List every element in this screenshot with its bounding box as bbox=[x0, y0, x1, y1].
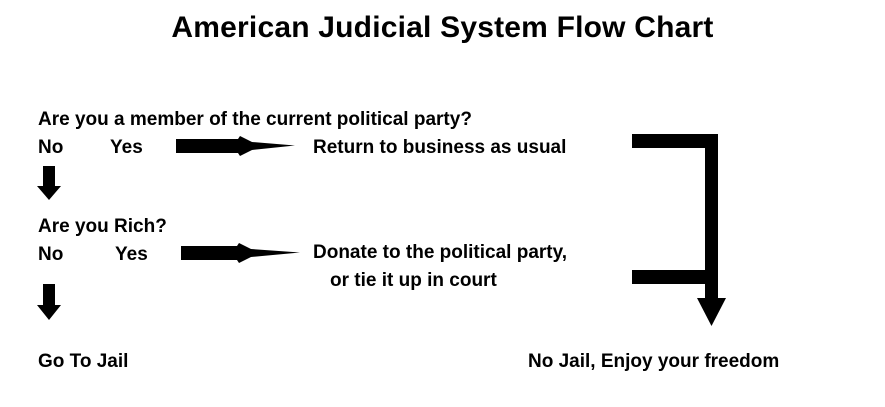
terminal-left-label: Go To Jail bbox=[38, 351, 129, 372]
question-2-yes-outcome-line-1: Donate to the political party, bbox=[313, 242, 568, 263]
terminal-right-label: No Jail, Enjoy your freedom bbox=[528, 351, 780, 372]
down-arrow-icon-question-2 bbox=[37, 284, 61, 320]
question-1-yes-outcome: Return to business as usual bbox=[313, 137, 567, 158]
right-arrow-icon-question-2 bbox=[181, 243, 300, 263]
question-2-text: Are you Rich? bbox=[38, 216, 167, 237]
question-2-yes-label: Yes bbox=[115, 244, 148, 265]
question-2-yes-outcome-line-2: or tie it up in court bbox=[330, 270, 497, 291]
page-title: American Judicial System Flow Chart bbox=[171, 11, 714, 44]
question-1-no-label: No bbox=[38, 137, 64, 158]
right-arrow-icon-question-1 bbox=[176, 136, 295, 156]
question-2-no-label: No bbox=[38, 244, 64, 265]
merge-bracket-down-arrow-icon bbox=[632, 134, 726, 326]
question-1-yes-label: Yes bbox=[110, 137, 143, 158]
down-arrow-icon-question-1 bbox=[37, 166, 61, 200]
question-1-text: Are you a member of the current politica… bbox=[38, 109, 472, 130]
